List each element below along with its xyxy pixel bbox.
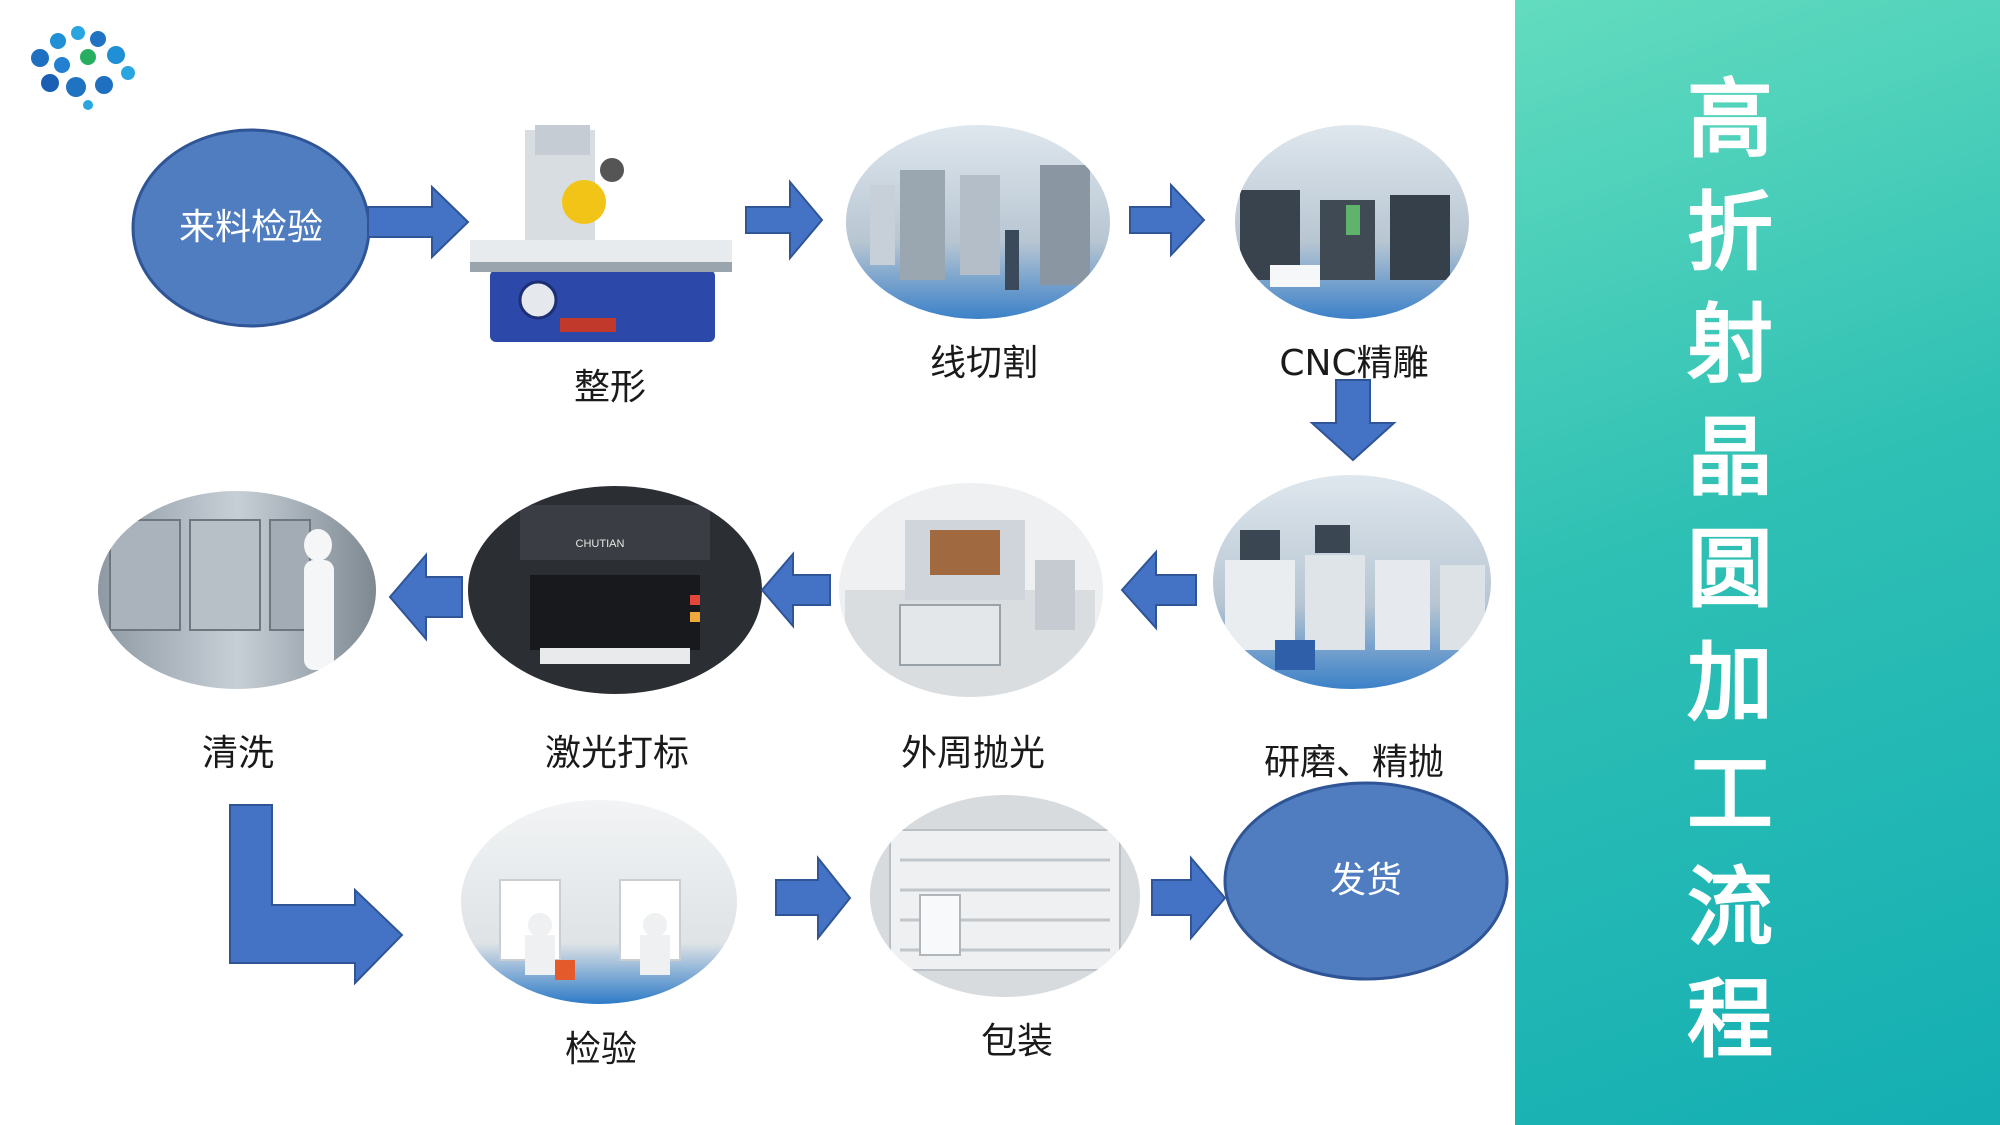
step-label-cleaning: 清洗 [201, 733, 275, 774]
step-label-packaging: 包装 [980, 1021, 1054, 1062]
title-char: 程 [1687, 969, 1773, 1070]
end-oval-label: 发货 [1329, 860, 1403, 901]
company-logo [31, 26, 135, 110]
step-label-wire-cut: 线切割 [929, 343, 1039, 384]
flow-arrow-icon [1120, 549, 1197, 631]
flow-arrow-icon [1151, 855, 1227, 941]
step-label-edge-polish: 外周抛光 [900, 733, 1046, 774]
flow-arrow-icon [229, 804, 404, 986]
cnc-photo [1234, 124, 1470, 320]
machine-brand-text: CHUTIAN [576, 538, 625, 550]
inspection-photo [460, 799, 738, 1005]
end-oval [1223, 781, 1509, 981]
title-char: 加 [1687, 631, 1773, 733]
title-char: 射 [1687, 294, 1773, 395]
wire-cut-photo [845, 124, 1111, 320]
title-char: 折 [1687, 181, 1773, 283]
flow-arrow-icon [1309, 379, 1397, 462]
title-char: 晶 [1687, 406, 1773, 508]
shaping-photo [470, 125, 732, 342]
flow-arrow-icon [367, 184, 470, 260]
step-label-cnc: CNC精雕 [1279, 343, 1429, 384]
edge-polish-photo [838, 482, 1104, 698]
step-label-shaping: 整形 [573, 367, 647, 408]
title-panel [1515, 0, 2000, 1125]
flow-arrow-icon [1129, 182, 1206, 258]
title-char: 工 [1687, 744, 1773, 845]
laser-mark-photo [467, 485, 763, 695]
flow-arrow-icon [745, 179, 824, 261]
step-label-grinding: 研磨、精抛 [1263, 742, 1445, 783]
step-label-laser-mark: 激光打标 [544, 733, 690, 774]
grinding-photo [1212, 474, 1492, 690]
packaging-photo [869, 794, 1141, 998]
title-char: 流 [1687, 856, 1773, 958]
flow-arrow-icon [760, 551, 831, 629]
cleaning-photo [97, 490, 377, 690]
vertical-title: 高 折 射 晶 圆 加 工 流 程 [1660, 70, 1800, 1070]
process-diagram: CHUTIAN [96, 123, 1509, 1006]
start-oval-label: 来料检验 [178, 207, 323, 248]
title-char: 高 [1687, 69, 1773, 170]
step-label-inspection: 检验 [564, 1029, 638, 1070]
title-char: 圆 [1687, 519, 1773, 620]
flow-arrow-icon [775, 855, 852, 941]
flow-arrow-icon [388, 552, 463, 642]
